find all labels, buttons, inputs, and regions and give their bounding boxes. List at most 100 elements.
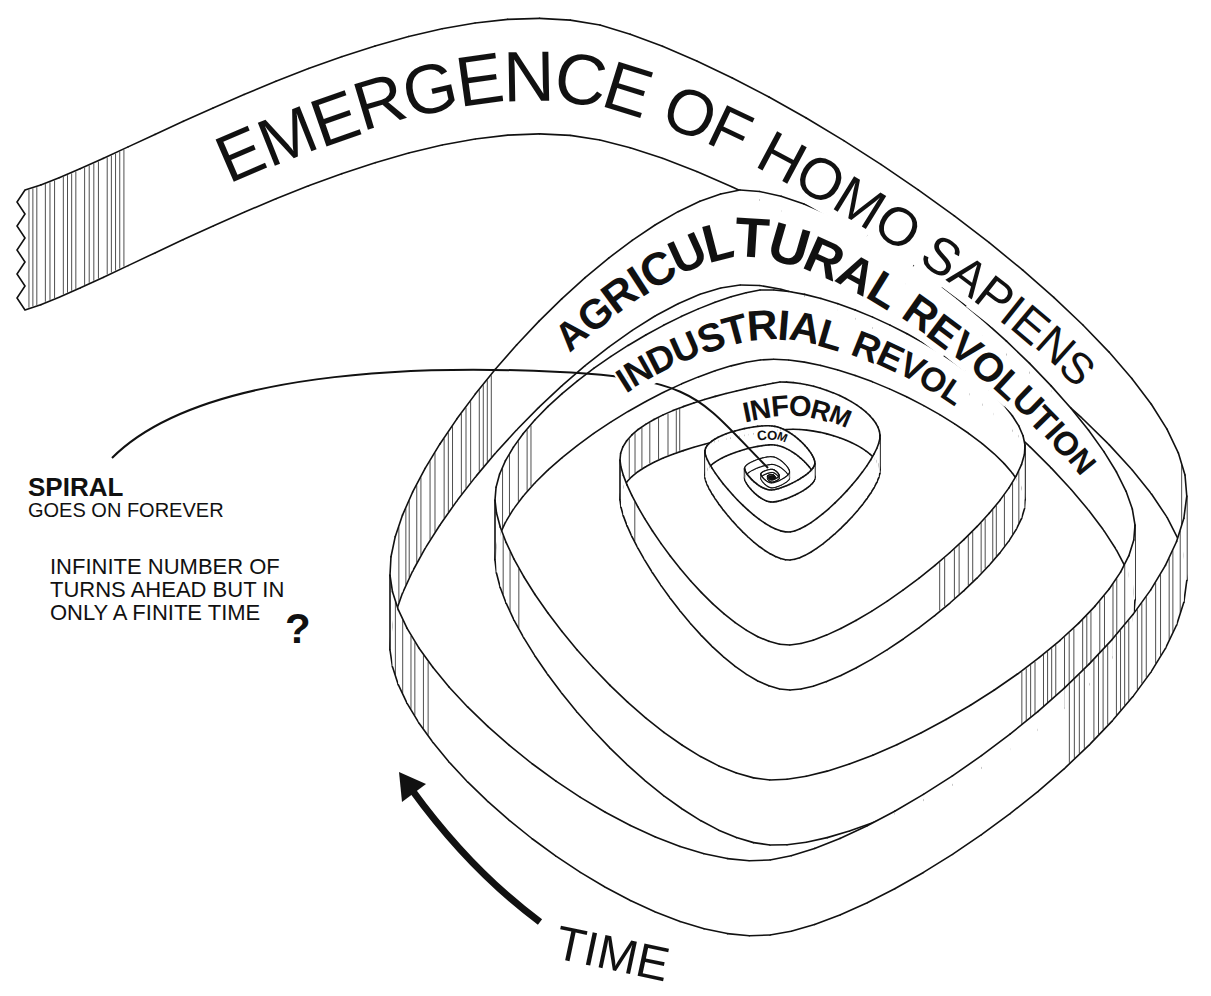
wall-face xyxy=(776,458,777,466)
wall-edge xyxy=(955,424,969,434)
wall-edge xyxy=(767,475,768,476)
wall-edge xyxy=(704,396,715,399)
wall-edge xyxy=(627,435,632,441)
wall-edge xyxy=(721,190,740,194)
spiral-wall xyxy=(870,416,873,457)
wall-edge xyxy=(1051,468,1071,489)
wall-face xyxy=(765,470,767,474)
wall-edge xyxy=(851,442,856,445)
wall-edge xyxy=(786,475,788,477)
spiral-wall xyxy=(774,477,775,478)
spiral-wall xyxy=(866,412,870,454)
wall-edge xyxy=(778,476,779,477)
wall-face xyxy=(128,134,155,265)
wall-face xyxy=(762,477,764,482)
wall-face xyxy=(765,470,767,474)
spiral-wall xyxy=(155,121,183,253)
wall-edge xyxy=(982,444,994,454)
wall-edge xyxy=(767,478,768,479)
wall-edge xyxy=(767,476,768,477)
wall-edge xyxy=(907,397,924,406)
wall-edge xyxy=(769,476,770,477)
wall-edge xyxy=(508,134,540,135)
hatch-line xyxy=(36,187,37,305)
spiral-wall xyxy=(770,475,771,476)
wall-edge xyxy=(766,469,768,470)
wall-edge xyxy=(924,406,940,415)
wall-edge xyxy=(41,297,59,304)
wall-face xyxy=(767,477,768,479)
wall-edge xyxy=(375,153,409,163)
wall-face xyxy=(771,480,772,482)
wall-edge xyxy=(763,478,765,480)
wall-edge xyxy=(128,134,155,146)
wall-face xyxy=(755,460,757,469)
wall-edge xyxy=(768,478,769,479)
wall-face xyxy=(763,479,765,484)
wall-edge xyxy=(771,474,772,475)
wall-edge xyxy=(442,139,475,145)
wall-edge xyxy=(638,467,645,472)
spiral-wall xyxy=(768,478,769,480)
wall-edge xyxy=(683,447,694,450)
wall-face xyxy=(103,147,128,278)
wall-edge xyxy=(638,424,645,429)
wall-edge xyxy=(548,458,562,471)
wall-edge xyxy=(762,476,764,478)
wall-edge xyxy=(767,476,768,477)
wall-edge xyxy=(694,444,705,447)
wall-face xyxy=(774,470,775,473)
wall-edge xyxy=(789,360,805,362)
wall-edge xyxy=(760,473,761,474)
wall-face xyxy=(787,475,789,482)
wall-edge xyxy=(890,389,907,397)
wall-edge xyxy=(774,358,789,360)
wall-face xyxy=(784,464,786,472)
spiral-wall xyxy=(787,475,789,482)
spiral-wall xyxy=(787,467,789,474)
spiral-wall xyxy=(771,480,772,482)
wall-edge xyxy=(773,474,774,475)
wall-face xyxy=(767,477,768,479)
wall-edge xyxy=(697,171,733,187)
wall-edge xyxy=(646,419,654,424)
wall-edge xyxy=(844,141,881,165)
spiral-wall xyxy=(764,471,766,475)
wall-edge xyxy=(771,469,773,470)
wall-edge xyxy=(821,298,838,303)
wall-edge xyxy=(771,472,773,473)
wall-face xyxy=(772,475,773,476)
spiral-wall xyxy=(773,475,774,476)
spiral-wall xyxy=(25,185,41,310)
wall-edge xyxy=(827,434,833,436)
wall-edge xyxy=(535,407,548,420)
wall-edge xyxy=(776,478,778,479)
spiral-wall xyxy=(768,475,769,477)
wall-face xyxy=(578,368,594,445)
wall-face xyxy=(772,474,773,475)
wall-face xyxy=(770,480,771,482)
spiral-wall xyxy=(767,476,768,478)
wall-face xyxy=(155,121,183,253)
wall-face xyxy=(646,419,654,466)
wall-face xyxy=(771,480,772,482)
spiral-wall xyxy=(548,394,562,471)
spiral-wall xyxy=(776,478,777,481)
spiral-wall xyxy=(777,458,778,466)
wall-edge xyxy=(600,140,630,148)
wall-face xyxy=(769,475,770,477)
spiral-wall xyxy=(715,437,718,462)
spiral-wall xyxy=(768,475,769,477)
wall-edge xyxy=(646,462,654,466)
wall-edge xyxy=(103,266,128,278)
spiral-wall xyxy=(762,472,764,476)
wall-edge xyxy=(769,476,770,477)
wall-edge xyxy=(767,477,768,478)
wall-edge xyxy=(721,285,740,288)
wall-face xyxy=(778,474,779,477)
wall-edge xyxy=(774,470,776,471)
spiral-wall xyxy=(774,477,775,478)
wall-face xyxy=(785,465,787,473)
wall-edge xyxy=(774,476,775,477)
wall-face xyxy=(764,479,766,484)
